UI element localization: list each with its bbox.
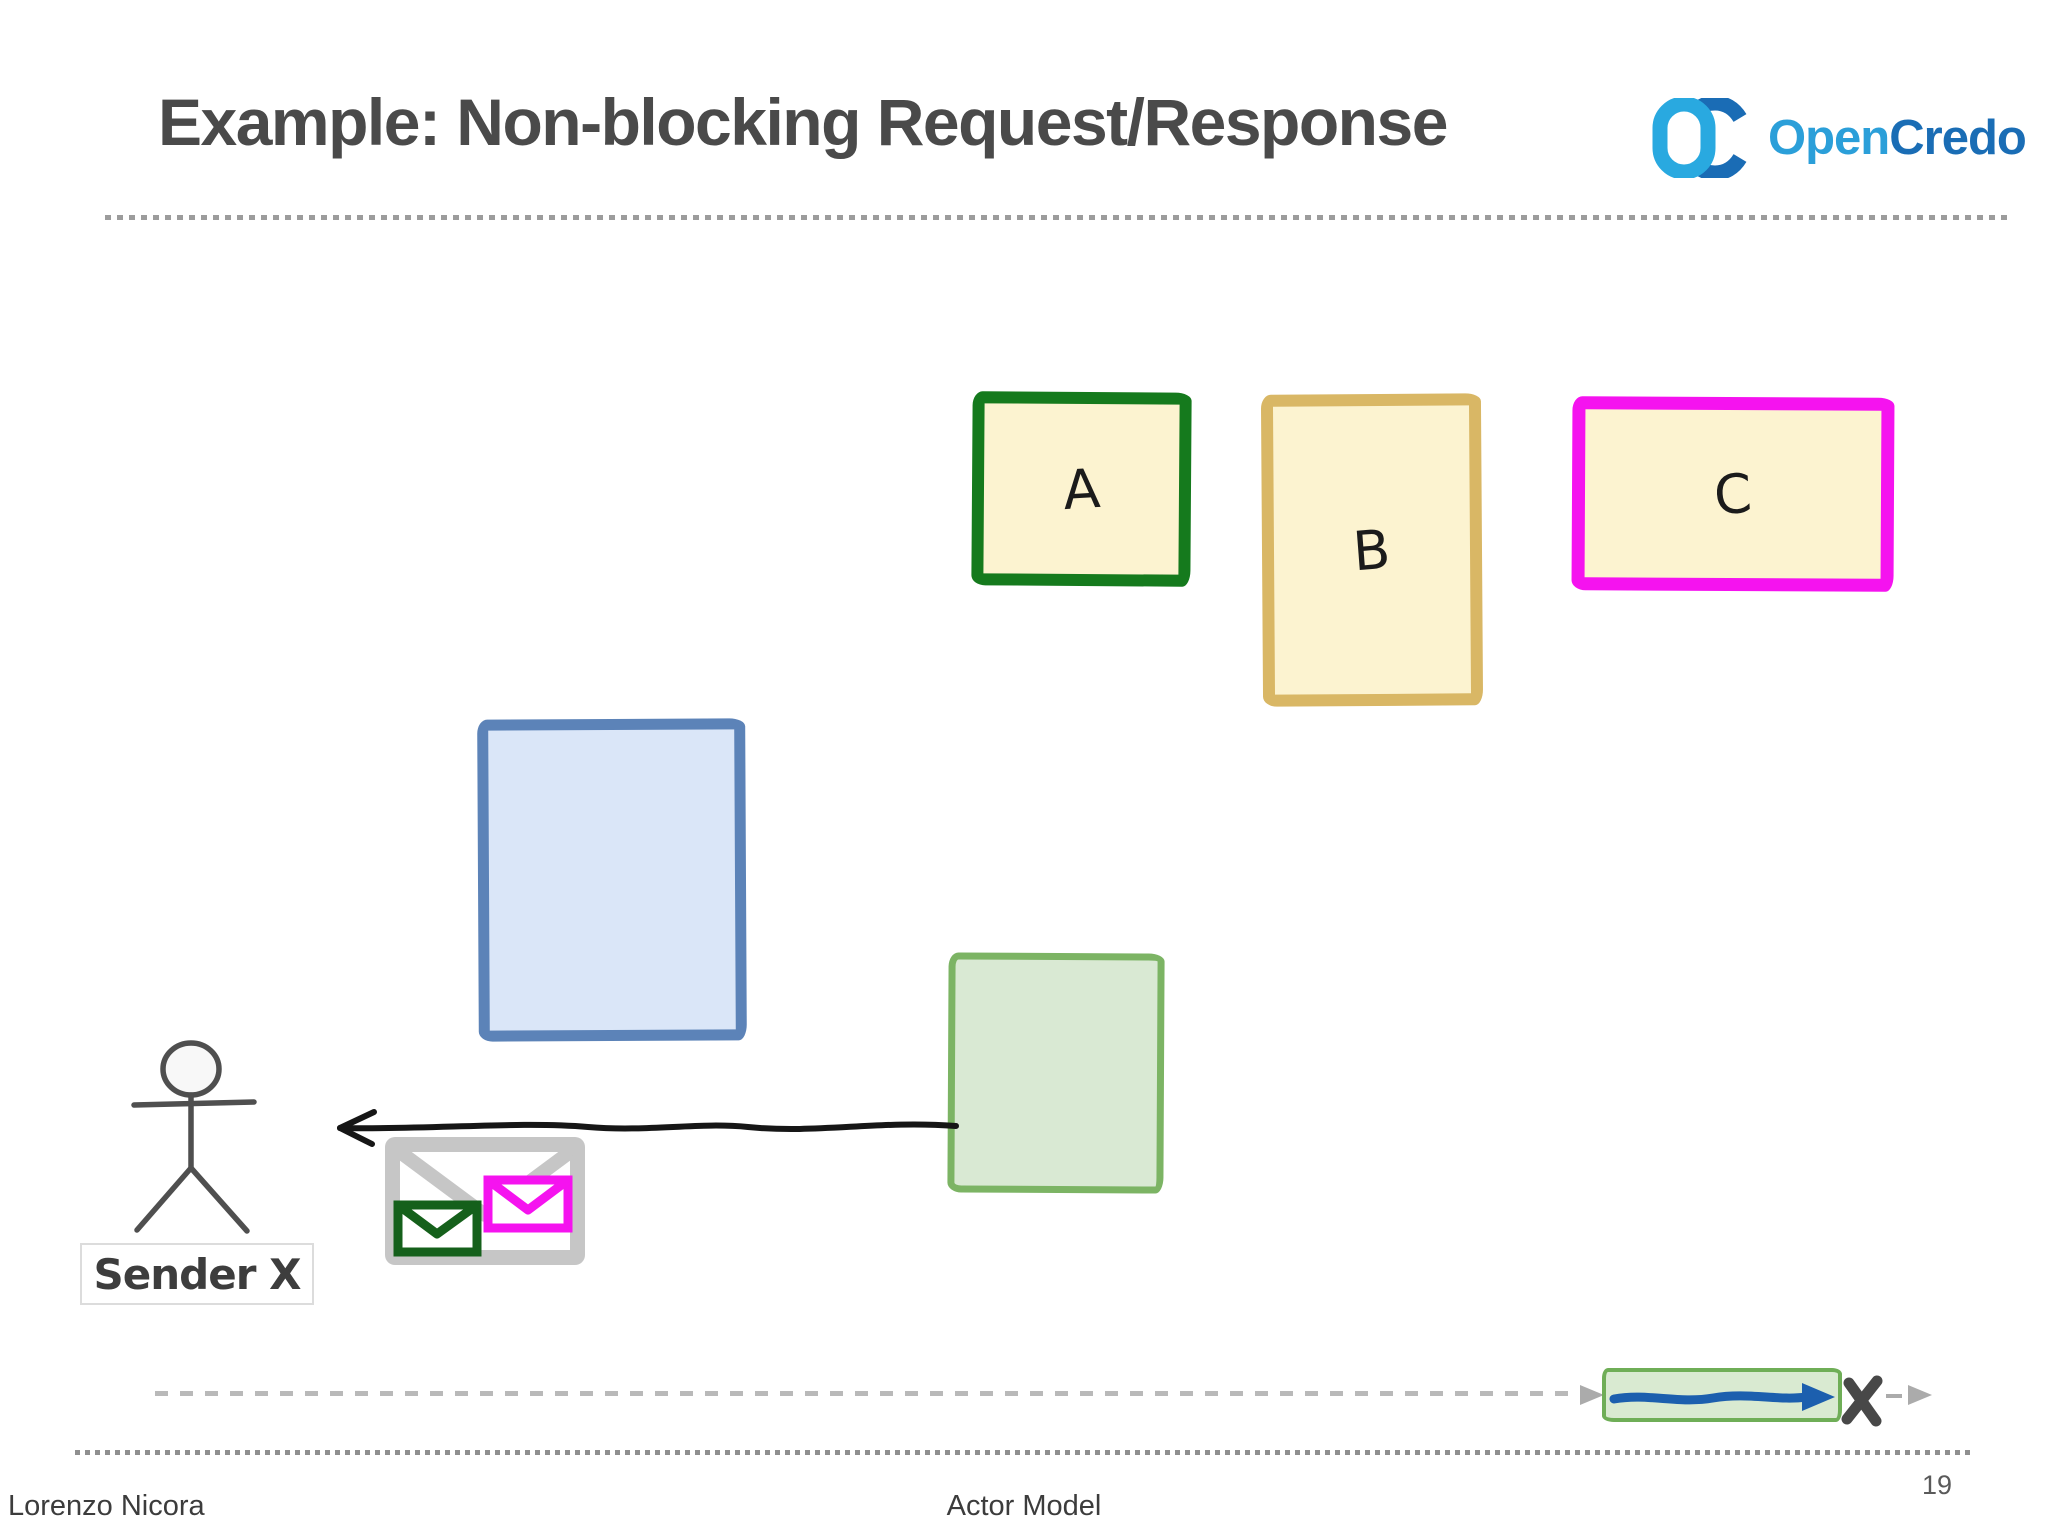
footer-divider (75, 1450, 1975, 1455)
timeline-dashed-line (155, 1391, 1603, 1396)
timeline-end-dash (1886, 1394, 1902, 1398)
opencredo-logo: OpenCredo (1652, 98, 2027, 178)
blue-actor-box (477, 718, 747, 1042)
actor-box-a-label: A (1061, 456, 1102, 522)
wordmark-open: Open (1768, 111, 1890, 165)
envelope-mailbox-icon (385, 1137, 585, 1265)
actor-box-b-label: B (1351, 517, 1393, 583)
opencredo-wordmark: OpenCredo (1768, 110, 2027, 166)
magenta-envelope-icon (483, 1175, 573, 1233)
execution-bar (1602, 1368, 1842, 1422)
x-mark-icon (1841, 1375, 1883, 1427)
footer-presentation-title: Actor Model (946, 1490, 1102, 1522)
sender-label: Sender X (80, 1243, 314, 1305)
actor-box-c: C (1571, 396, 1895, 592)
green-actor-box (947, 952, 1165, 1194)
green-envelope-icon (393, 1200, 482, 1257)
actor-box-c-label: C (1712, 461, 1754, 527)
sender-label-text: Sender X (93, 1249, 302, 1299)
page-number: 19 (1922, 1470, 1953, 1500)
reply-arrow-icon (337, 1109, 959, 1147)
timeline-arrowhead-icon (1580, 1385, 1604, 1405)
header-divider (105, 215, 2010, 220)
actor-box-a: A (971, 391, 1192, 587)
stick-figure-icon (131, 1040, 257, 1234)
wordmark-credo: Credo (1889, 111, 2027, 165)
timeline-end-arrowhead-icon (1908, 1385, 1932, 1405)
page-title: Example: Non-blocking Request/Response (158, 85, 1448, 159)
execution-arrow-icon (1609, 1383, 1835, 1411)
footer-author: Lorenzo Nicora (8, 1490, 205, 1522)
opencredo-monogram-icon (1652, 98, 1747, 178)
actor-box-b: B (1260, 393, 1484, 707)
